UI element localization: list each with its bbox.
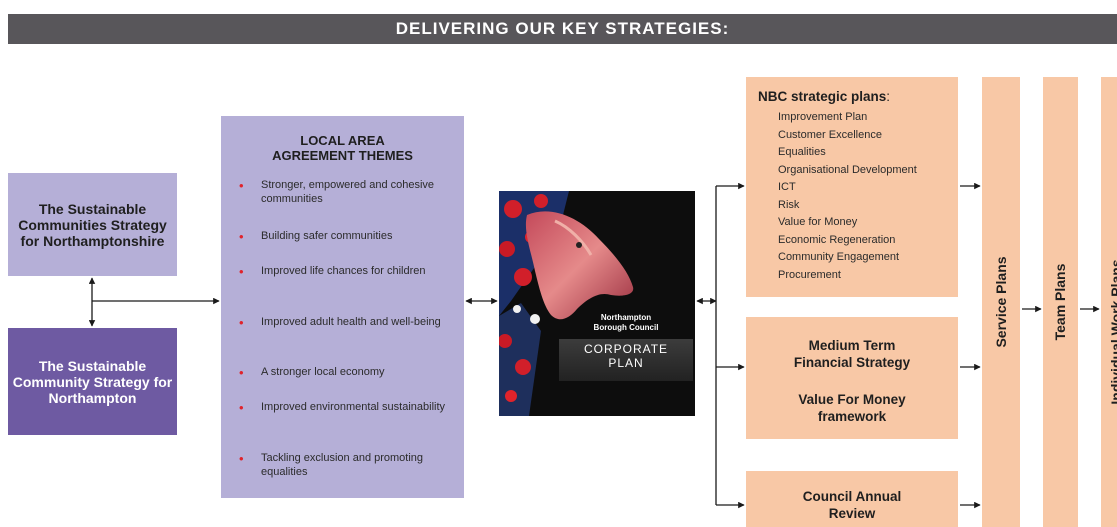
financial-strategy-line2: Financial Strategy xyxy=(793,355,911,370)
value-for-money-line2: framework xyxy=(817,409,887,424)
laa-theme-text: Stronger, empowered and cohesive communi… xyxy=(261,179,435,205)
corporate-plan-title-line1: CORPORATE xyxy=(583,342,669,356)
laa-theme-text: Improved adult health and well-being xyxy=(261,316,441,328)
council-name-line2: Borough Council xyxy=(593,322,659,332)
nbc-heading-text: NBC strategic plans xyxy=(758,89,887,104)
laa-theme-item: • Tackling exclusion and promoting equali… xyxy=(239,452,449,479)
bullet-icon: • xyxy=(239,451,244,466)
annual-review-line1: Council Annual xyxy=(802,489,902,504)
value-for-money-line1: Value For Money xyxy=(798,392,906,407)
laa-theme-item: • Building safer communities xyxy=(239,230,449,244)
bullet-icon: • xyxy=(239,315,244,330)
bullet-icon: • xyxy=(239,365,244,380)
laa-theme-text: Building safer communities xyxy=(261,230,393,242)
nbc-plan-item: Organisational Development xyxy=(778,163,917,176)
laa-theme-item: • Stronger, empowered and cohesive commun… xyxy=(239,179,449,206)
laa-theme-text: A stronger local economy xyxy=(261,366,385,378)
annual-review-box: Council Annual Review xyxy=(746,471,958,527)
nbc-strategic-plans-box: NBC strategic plans: Improvement Plan Cu… xyxy=(746,77,958,297)
laa-theme-item: • Improved environmental sustainability xyxy=(239,401,449,415)
individual-work-plans-column: Individual Work Plans xyxy=(1101,77,1117,527)
financial-strategy-line1: Medium Term xyxy=(808,338,896,353)
laa-theme-item: • Improved adult health and well-being xyxy=(239,316,449,330)
nbc-heading-colon: : xyxy=(886,89,891,104)
laa-title-line1: LOCAL AREA xyxy=(300,133,385,148)
annual-review-title: Council Annual Review xyxy=(746,488,958,522)
nbc-plan-item: Improvement Plan xyxy=(778,111,868,123)
laa-theme-text: Improved life chances for children xyxy=(261,265,426,277)
county-strategy-box: The Sustainable Communities Strategy for… xyxy=(8,173,177,276)
corporate-plan-cover: Northampton Borough Council CORPORATE PL… xyxy=(499,191,695,416)
nbc-plan-item: Risk xyxy=(778,198,800,211)
council-name-line1: Northampton xyxy=(600,313,652,322)
nbc-plan-item: Economic Regeneration xyxy=(778,233,896,246)
bullet-icon: • xyxy=(239,400,244,415)
nbc-plan-list: Improvement Plan Customer Excellence Equ… xyxy=(778,109,917,284)
laa-theme-list: • Stronger, empowered and cohesive commun… xyxy=(221,116,464,498)
nbc-heading: NBC strategic plans: xyxy=(758,89,890,104)
nbc-plan-item: Community Engagement xyxy=(778,251,900,263)
service-plans-column: Service Plans xyxy=(982,77,1020,527)
town-strategy-box: The Sustainable Community Strategy for N… xyxy=(8,328,177,435)
annual-review-line2: Review xyxy=(828,506,876,521)
team-plans-column: Team Plans xyxy=(1043,77,1078,527)
financial-strategy-title: Medium Term Financial Strategy xyxy=(746,337,958,371)
bullet-icon: • xyxy=(239,229,244,244)
laa-theme-text: Tackling exclusion and promoting equalit… xyxy=(261,452,424,478)
corporate-plan-band xyxy=(559,339,693,381)
nbc-plan-item: Customer Excellence xyxy=(778,128,882,141)
council-name: Northampton Borough Council xyxy=(559,313,693,332)
page-banner: DELIVERING OUR KEY STRATEGIES: xyxy=(8,14,1117,44)
financial-strategy-box: Medium Term Financial Strategy Value For… xyxy=(746,317,958,439)
bullet-icon: • xyxy=(239,264,244,279)
nbc-plan-item: Equalities xyxy=(778,146,826,158)
nbc-plan-item: Value for Money xyxy=(778,216,858,228)
laa-theme-item: • Improved life chances for children xyxy=(239,265,449,279)
value-for-money-title: Value For Money framework xyxy=(746,391,958,425)
laa-themes-box: LOCAL AREA AGREEMENT THEMES • Stronger, e… xyxy=(221,116,464,498)
corporate-plan-title-line2: PLAN xyxy=(608,356,644,370)
laa-title: LOCAL AREA AGREEMENT THEMES xyxy=(221,133,464,163)
nbc-plan-item: ICT xyxy=(778,181,796,193)
laa-title-line2: AGREEMENT THEMES xyxy=(272,148,413,163)
laa-theme-item: • A stronger local economy xyxy=(239,366,449,380)
bullet-icon: • xyxy=(239,178,244,193)
laa-theme-text: Improved environmental sustainability xyxy=(261,401,446,413)
corporate-plan-title: CORPORATE PLAN xyxy=(559,342,693,370)
nbc-plan-item: Procurement xyxy=(778,268,841,281)
